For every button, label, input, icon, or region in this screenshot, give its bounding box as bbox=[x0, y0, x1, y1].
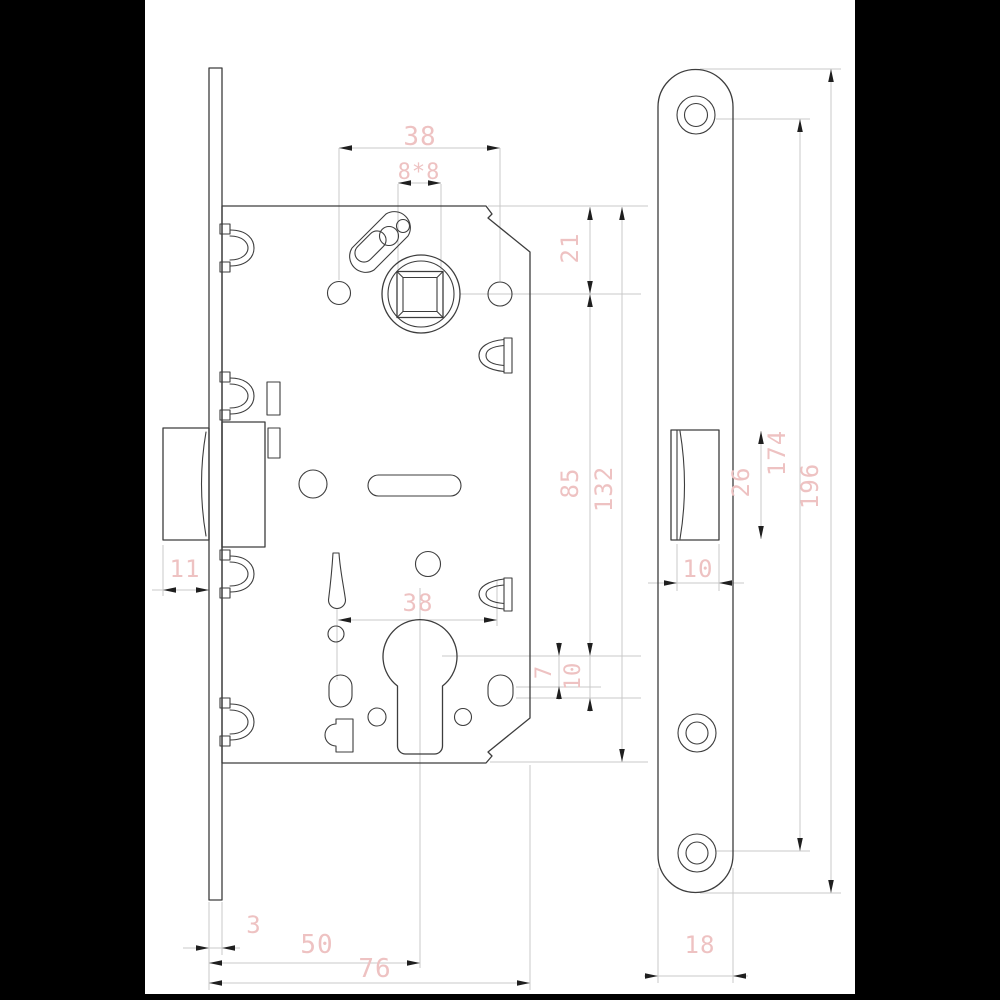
slot-hole bbox=[367, 474, 462, 497]
dim-label-spindle-square: 8*8 bbox=[398, 160, 441, 185]
bottom-hole-left bbox=[367, 707, 387, 727]
dim-label-offset-ten: 10 bbox=[561, 662, 586, 691]
dim-label-case-depth: 76 bbox=[358, 954, 391, 984]
dim-label-plate-length: 196 bbox=[796, 463, 824, 509]
bottom-hole-right bbox=[453, 707, 473, 727]
dimension-labels: 38 8*8 21 85 132 7 10 38 11 3 50 76 26 1… bbox=[170, 122, 824, 984]
euro-cylinder-cutout bbox=[382, 619, 458, 755]
side-clip-upper bbox=[478, 337, 513, 374]
bottom-black-band bbox=[0, 994, 1000, 1000]
small-hole-center bbox=[414, 550, 442, 578]
dim-label-top-hole-span: 38 bbox=[403, 122, 436, 152]
clip-4 bbox=[219, 697, 255, 747]
latch-bolt-head bbox=[162, 427, 210, 541]
dim-label-plate-thickness: 3 bbox=[246, 911, 261, 939]
lever-spring bbox=[349, 211, 411, 273]
dim-label-backset: 50 bbox=[300, 930, 333, 960]
dimension-arrowheads bbox=[163, 69, 834, 986]
lock-body-view bbox=[162, 67, 531, 901]
retaining-clips bbox=[219, 223, 255, 747]
small-hole-left bbox=[327, 625, 345, 643]
screw-hole-middle bbox=[677, 713, 717, 753]
lock-case-outline bbox=[221, 205, 531, 764]
screw-hole-bottom bbox=[677, 833, 717, 873]
dim-label-cutout-height: 26 bbox=[727, 467, 755, 498]
dim-label-plate-width: 18 bbox=[685, 931, 716, 959]
fixing-hole-left bbox=[326, 280, 352, 306]
right-black-band bbox=[855, 0, 1000, 1000]
bottom-tab-cutout bbox=[324, 718, 354, 753]
latch-cutout bbox=[670, 429, 720, 541]
dim-label-cutout-width: 10 bbox=[683, 555, 714, 583]
dim-label-mid-hole-span: 38 bbox=[403, 589, 434, 617]
dim-label-screw-span: 174 bbox=[763, 430, 791, 476]
latch-guide-upper bbox=[266, 381, 281, 416]
side-clip-lower bbox=[478, 577, 513, 612]
latch-bevel-curve bbox=[200, 431, 207, 537]
spindle-square-outer bbox=[396, 270, 444, 319]
clip-1 bbox=[219, 223, 255, 273]
dim-label-offset-seven: 7 bbox=[532, 665, 557, 679]
clip-2 bbox=[219, 371, 255, 421]
fixing-hole-right bbox=[487, 281, 513, 307]
faceplate-outline bbox=[657, 68, 734, 894]
spring-pin bbox=[327, 552, 347, 609]
dim-label-latch-projection: 11 bbox=[170, 555, 201, 583]
clip-3 bbox=[219, 549, 255, 599]
pivot-hole bbox=[298, 469, 328, 499]
spindle-square-inner bbox=[402, 276, 438, 313]
left-black-band bbox=[0, 0, 145, 1000]
latch-bolt bbox=[162, 381, 281, 548]
dim-label-spindle-to-cylinder: 85 bbox=[556, 468, 584, 499]
latch-tail-block bbox=[221, 421, 266, 548]
oval-hole-right bbox=[487, 674, 514, 707]
dim-label-edge-to-spindle: 21 bbox=[556, 233, 584, 264]
screw-hole-top bbox=[676, 95, 716, 135]
latch-guide-lower bbox=[267, 427, 281, 459]
spindle-follower bbox=[381, 254, 461, 334]
oval-hole-left bbox=[328, 674, 353, 708]
dim-label-case-height: 132 bbox=[590, 466, 618, 512]
faceplate-front-view bbox=[657, 68, 734, 894]
